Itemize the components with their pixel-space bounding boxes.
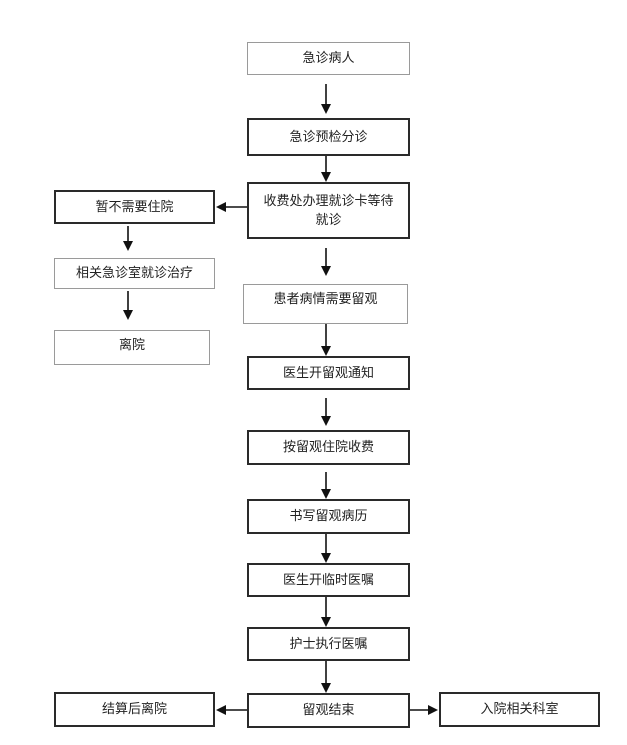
arrow-notice-to-fee: [321, 398, 331, 426]
node-admit-department: 入院相关科室: [439, 692, 600, 727]
node-discharge: 离院: [54, 330, 210, 365]
node-observation-notice: 医生开留观通知: [247, 356, 410, 390]
node-nurse-execute: 护士执行医嘱: [247, 627, 410, 661]
arrow-clinic-to-discharge: [123, 291, 133, 320]
arrow-end-to-admit: [410, 705, 438, 715]
arrow-registration-to-observation: [321, 248, 331, 276]
node-observation-end: 留观结束: [247, 693, 410, 728]
arrow-registration-to-no-admission: [216, 202, 247, 212]
arrow-patient-to-triage: [321, 84, 331, 114]
arrow-record-to-order: [321, 534, 331, 563]
node-clinic-treatment: 相关急诊室就诊治疗: [54, 258, 215, 289]
node-triage: 急诊预检分诊: [247, 118, 410, 156]
node-observation-fee: 按留观住院收费: [247, 430, 410, 465]
arrow-no-admission-to-clinic: [123, 226, 133, 251]
node-write-record: 书写留观病历: [247, 499, 410, 534]
node-needs-observation: 患者病情需要留观: [243, 284, 408, 324]
node-temporary-order: 医生开临时医嘱: [247, 563, 410, 597]
node-no-admission: 暂不需要住院: [54, 190, 215, 224]
arrow-fee-to-record: [321, 472, 331, 499]
arrow-nurse-to-end: [321, 661, 331, 693]
arrow-end-to-settle: [216, 705, 247, 715]
arrow-order-to-nurse: [321, 597, 331, 627]
node-emergency-patient: 急诊病人: [247, 42, 410, 75]
arrow-triage-to-registration: [321, 156, 331, 182]
arrow-observation-to-notice: [321, 324, 331, 356]
node-settle-discharge: 结算后离院: [54, 692, 215, 727]
node-registration: 收费处办理就诊卡等待就诊: [247, 182, 410, 239]
